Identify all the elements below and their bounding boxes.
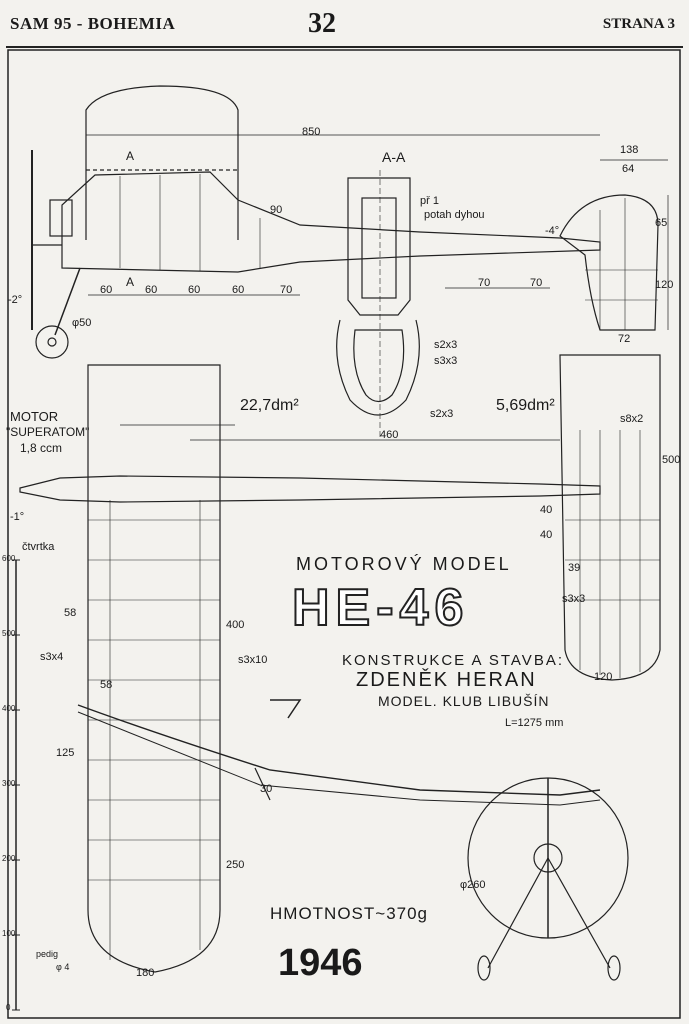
dim-850: 850	[302, 126, 321, 138]
dim-s8x2: s8x2	[620, 413, 644, 425]
note-ply: př 1	[420, 195, 439, 207]
dim-120-stab: 120	[594, 671, 613, 683]
dim-60d: 60	[232, 284, 245, 296]
side-engine	[49, 199, 73, 237]
dim-500: 500	[662, 454, 681, 466]
side-wing-outline	[85, 85, 239, 240]
dim-58a: 58	[64, 607, 77, 619]
front-gear-left	[487, 857, 549, 969]
front-wing-dihedral	[77, 704, 601, 796]
scale-label-400: 400	[2, 704, 16, 713]
dim-30: 30	[260, 783, 273, 795]
dim-58b: 58	[100, 679, 113, 691]
motor-label: MOTOR	[10, 409, 59, 424]
front-wheel-right	[607, 955, 621, 981]
dim-138: 138	[620, 144, 639, 156]
page-number: 32	[308, 8, 336, 39]
dim-120-fin: 120	[655, 279, 674, 291]
side-fuselage-outline	[61, 171, 601, 273]
break-symbol	[270, 699, 302, 719]
dim-neg2: -2°	[8, 294, 23, 306]
scale-label-100: 100	[2, 929, 16, 938]
section-mark-a-top: A	[126, 149, 135, 163]
side-wheel	[35, 325, 69, 359]
note-covering: potah dyhou	[424, 209, 485, 221]
dim-400: 400	[226, 619, 245, 631]
note-ctvrtka: čtvrtka	[22, 541, 55, 553]
dim-60c: 60	[188, 284, 201, 296]
section-aa-outline	[347, 177, 411, 316]
scale-label-600: 600	[2, 554, 16, 563]
dim-70c: 70	[530, 277, 543, 289]
dim-250: 250	[226, 859, 245, 871]
scale-label-0: 0	[6, 1003, 11, 1012]
dim-s3x3-stab: s3x3	[562, 593, 586, 605]
model-length: L=1275 mm	[505, 717, 564, 729]
dim-70a: 70	[280, 284, 293, 296]
dim-65: 65	[655, 217, 668, 229]
side-fin-outline	[559, 194, 659, 331]
top-fuselage-outline	[19, 475, 601, 503]
header-left-title: SAM 95 - BOHEMIA	[10, 14, 176, 33]
stab-area: 5,69dm²	[496, 397, 555, 414]
model-weight: HMOTNOST~370g	[270, 904, 429, 923]
dim-60b: 60	[145, 284, 158, 296]
dim-125: 125	[56, 747, 75, 759]
dim-phi260: φ260	[460, 879, 486, 891]
header-right-title: STRANA 3	[602, 16, 675, 32]
front-wing-lower	[77, 711, 601, 806]
section-aa-label: A-A	[382, 149, 406, 165]
drawing-frame	[7, 49, 681, 1019]
stab-outline	[559, 354, 661, 681]
dim-70b: 70	[478, 277, 491, 289]
section-mark-a-bottom: A	[126, 275, 135, 289]
model-name: HE-46	[291, 579, 470, 637]
section-aa-inner	[353, 329, 405, 403]
dim-neg4: -4°	[545, 225, 560, 237]
front-gear-right	[547, 857, 611, 969]
title-line2: KONSTRUKCE A STAVBA:	[342, 652, 564, 669]
front-wheel-left	[477, 955, 491, 981]
scale-label-300: 300	[2, 779, 16, 788]
dim-180: 180	[136, 967, 155, 979]
wing-area: 22,7dm²	[240, 397, 299, 414]
section-aa-window	[361, 197, 397, 299]
dim-s3x10: s3x10	[238, 654, 268, 666]
dim-neg1: -1°	[10, 511, 25, 523]
dim-72: 72	[618, 333, 631, 345]
scale-label-500: 500	[2, 629, 16, 638]
note-pedig: pedig	[36, 949, 59, 959]
dim-s2x3a: s2x3	[434, 339, 458, 351]
note-pedig-size: φ 4	[56, 962, 70, 972]
page-header: SAM 95 - BOHEMIA 32 STRANA 3	[0, 0, 689, 48]
side-wheel-hub	[47, 337, 57, 347]
title-line1: MOTOROVÝ MODEL	[296, 554, 512, 574]
top-wing-outline	[87, 364, 221, 973]
motor-displacement: 1,8 ccm	[20, 441, 63, 455]
dim-460: 460	[380, 429, 399, 441]
motor-name: "SUPERATOM"	[6, 425, 90, 439]
dim-60a: 60	[100, 284, 113, 296]
dim-39: 39	[568, 562, 581, 574]
wing-break-mark	[254, 767, 271, 801]
section-aa-lower	[336, 319, 420, 416]
dim-40b: 40	[540, 529, 553, 541]
header-rule	[6, 46, 683, 48]
dim-40a: 40	[540, 504, 553, 516]
scale-label-200: 200	[2, 854, 16, 863]
dim-64: 64	[622, 163, 635, 175]
dim-phi50: φ50	[72, 317, 92, 329]
dim-s2x3b: s2x3	[430, 408, 454, 420]
dim-s3x4: s3x4	[40, 651, 64, 663]
club-name: MODEL. KLUB LIBUŠÍN	[378, 693, 550, 709]
dim-90: 90	[270, 204, 283, 216]
designer-name: ZDENĚK HERAN	[356, 669, 537, 691]
dim-s3x3-section: s3x3	[434, 355, 458, 367]
side-gear-leg	[54, 267, 81, 336]
design-year: 1946	[278, 942, 363, 984]
